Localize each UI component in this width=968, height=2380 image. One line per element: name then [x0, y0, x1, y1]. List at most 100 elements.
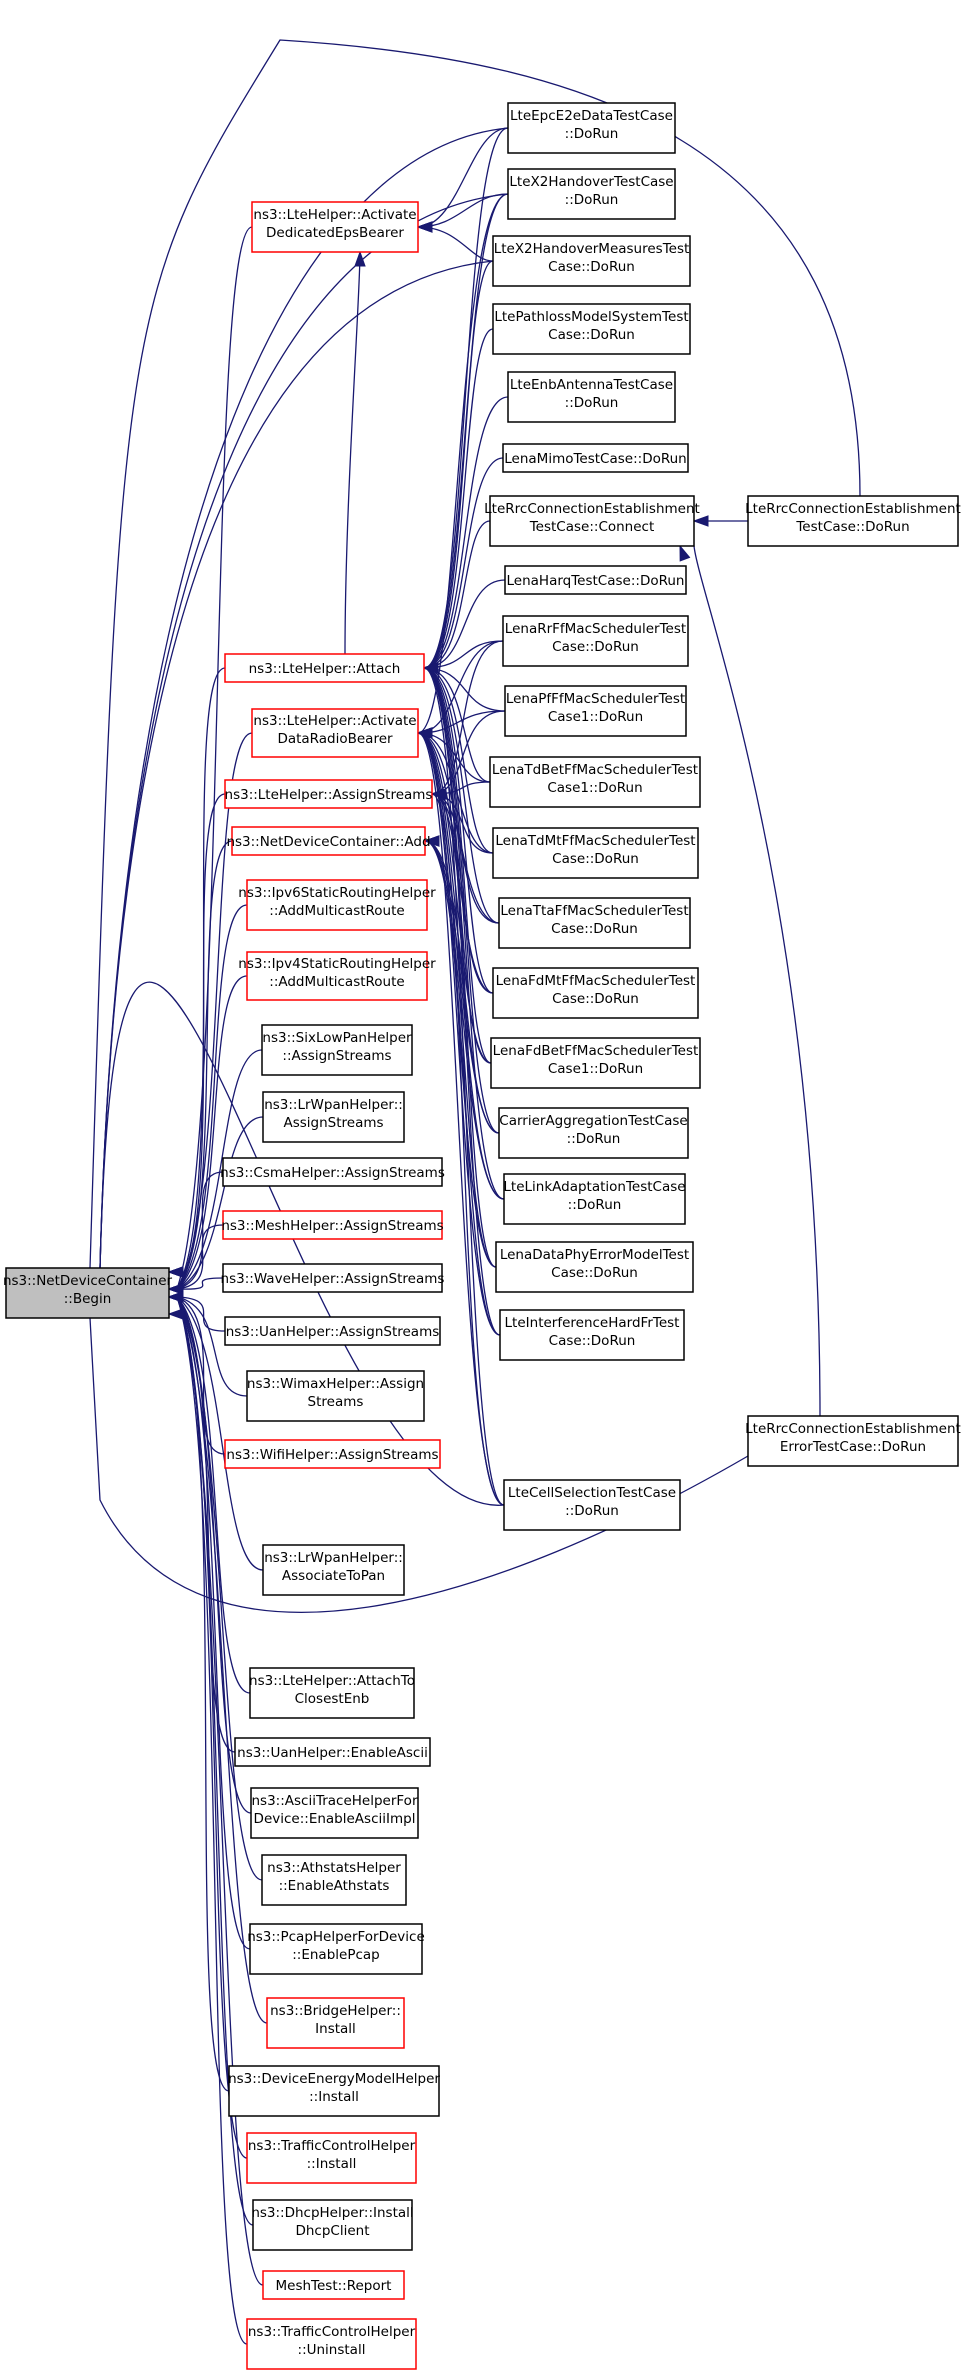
node-ascii-trace[interactable]: ns3::AsciiTraceHelperForDevice::EnableAs…	[250, 1787, 419, 1839]
node-wifi-as[interactable]: ns3::WifiHelper::AssignStreams	[224, 1439, 441, 1469]
node-label-line: ns3::MeshHelper::AssignStreams	[221, 1218, 443, 1234]
node-csma-as[interactable]: ns3::CsmaHelper::AssignStreams	[220, 1157, 445, 1187]
node-lrwpan-as[interactable]: ns3::LrWpanHelper::AssignStreams	[262, 1091, 405, 1143]
node-enb-ant[interactable]: LteEnbAntennaTestCase::DoRun	[507, 371, 676, 423]
node-pcap-dev[interactable]: ns3::PcapHelperForDevice::EnablePcap	[247, 1923, 425, 1975]
node-label-line: ::DoRun	[565, 1503, 619, 1519]
node-box	[224, 1439, 441, 1469]
node-label-line: LteRrcConnectionEstablishment	[484, 501, 700, 517]
node-rrc-err[interactable]: LteRrcConnectionEstablishmentErrorTestCa…	[745, 1415, 961, 1467]
node-rrc-conn[interactable]: LteRrcConnectionEstablishmentTestCase::C…	[484, 495, 700, 547]
node-label-line: ns3::NetDeviceContainer::Add	[226, 834, 430, 850]
node-label-line: ns3::SixLowPanHelper	[262, 1030, 412, 1046]
node-ipv4-smr[interactable]: ns3::Ipv4StaticRoutingHelper::AddMultica…	[238, 951, 436, 1001]
node-box	[489, 756, 701, 808]
node-label-line: LenaFdBetFfMacSchedulerTest	[493, 1043, 699, 1059]
node-label-line: Case1::DoRun	[547, 780, 642, 796]
node-label-line: AssociateToPan	[282, 1568, 385, 1584]
node-label-line: LenaTtaFfMacSchedulerTest	[500, 903, 688, 919]
node-label-line: TestCase::Connect	[529, 519, 655, 535]
node-label-line: LenaDataPhyErrorModelTest	[500, 1247, 689, 1263]
node-label-line: LenaFdMtFfMacSchedulerTest	[496, 973, 696, 989]
node-lte-assign[interactable]: ns3::LteHelper::AssignStreams	[224, 779, 433, 809]
node-box	[498, 1107, 689, 1159]
node-label-line: LenaTdBetFfMacSchedulerTest	[492, 762, 698, 778]
node-harq[interactable]: LenaHarqTestCase::DoRun	[504, 565, 687, 595]
node-label-line: LteLinkAdaptationTestCase	[503, 1179, 685, 1195]
node-label-line: ns3::WimaxHelper::Assign	[247, 1376, 424, 1392]
node-lte-attach[interactable]: ns3::LteHelper::Attach	[224, 653, 425, 683]
node-box	[507, 371, 676, 423]
edge-epc_e2e-to-lte_attach	[422, 127, 509, 674]
node-ndc-add[interactable]: ns3::NetDeviceContainer::Add	[226, 826, 431, 856]
node-label-line: ns3::LteHelper::Attach	[249, 661, 401, 677]
node-box	[503, 1479, 681, 1531]
node-bridge-inst[interactable]: ns3::BridgeHelper::Install	[266, 1997, 405, 2049]
node-epc-e2e[interactable]: LteEpcE2eDataTestCase::DoRun	[507, 102, 676, 154]
node-label-line: Install	[315, 2021, 356, 2037]
node-cell-sel[interactable]: LteCellSelectionTestCase::DoRun	[503, 1479, 681, 1531]
node-label-line: CarrierAggregationTestCase	[499, 1113, 687, 1129]
node-ipv6-smr[interactable]: ns3::Ipv6StaticRoutingHelper::AddMultica…	[238, 879, 436, 931]
node-box	[251, 201, 419, 253]
node-label-line: Streams	[308, 1394, 364, 1410]
node-label-line: DhcpClient	[295, 2223, 369, 2239]
node-mesh-as[interactable]: ns3::MeshHelper::AssignStreams	[221, 1210, 444, 1240]
node-tc-uninstall[interactable]: ns3::TrafficControlHelper::Uninstall	[246, 2318, 417, 2370]
node-link-adapt[interactable]: LteLinkAdaptationTestCase::DoRun	[503, 1173, 686, 1225]
node-label-line: LteCellSelectionTestCase	[508, 1485, 676, 1501]
node-label-line: ns3::LrWpanHelper::	[264, 1097, 403, 1113]
node-mimo[interactable]: LenaMimoTestCase::DoRun	[502, 443, 689, 473]
node-box	[504, 685, 687, 737]
node-uan-ea[interactable]: ns3::UanHelper::EnableAscii	[234, 1737, 431, 1767]
node-label-line: ns3::AthstatsHelper	[267, 1860, 401, 1876]
node-dev-energy[interactable]: ns3::DeviceEnergyModelHelper::Install	[228, 2065, 440, 2117]
node-x2-ho[interactable]: LteX2HandoverTestCase::DoRun	[507, 168, 676, 220]
node-label-line: ::DoRun	[565, 126, 619, 142]
node-mesh-report[interactable]: MeshTest::Report	[262, 2270, 405, 2300]
node-label-line: ::EnablePcap	[292, 1947, 380, 1963]
node-box	[246, 1370, 425, 1422]
node-root[interactable]: ns3::NetDeviceContainer::Begin	[3, 1267, 173, 1319]
node-lte-act-ded[interactable]: ns3::LteHelper::ActivateDedicatedEpsBear…	[251, 201, 419, 253]
node-rrc-dorun[interactable]: LteRrcConnectionEstablishmentTestCase::D…	[745, 495, 961, 547]
node-sixlow[interactable]: ns3::SixLowPanHelper::AssignStreams	[261, 1024, 413, 1076]
node-label-line: ::Install	[307, 2156, 357, 2172]
node-lrwpan-atp[interactable]: ns3::LrWpanHelper::AssociateToPan	[262, 1544, 405, 1596]
node-athstats[interactable]: ns3::AthstatsHelper::EnableAthstats	[261, 1854, 407, 1906]
node-label-line: DataRadioBearer	[277, 731, 393, 747]
node-box	[492, 827, 699, 879]
node-label-line: ::DoRun	[567, 1131, 621, 1147]
node-wave-as[interactable]: ns3::WaveHelper::AssignStreams	[221, 1263, 445, 1293]
node-carrier[interactable]: CarrierAggregationTestCase::DoRun	[498, 1107, 689, 1159]
node-label-line: Case::DoRun	[552, 639, 639, 655]
node-label-line: AssignStreams	[283, 1115, 383, 1131]
node-uan-as[interactable]: ns3::UanHelper::AssignStreams	[224, 1316, 441, 1346]
node-label-line: ns3::DeviceEnergyModelHelper	[228, 2071, 440, 2087]
node-label-line: LteX2HandoverTestCase	[509, 174, 673, 190]
node-box	[246, 879, 428, 931]
node-box	[249, 1923, 423, 1975]
node-label-line: ::DoRun	[565, 192, 619, 208]
edge-rrc_err-to-rrc_conn	[679, 544, 821, 1417]
node-box	[222, 1263, 443, 1293]
node-box	[492, 235, 691, 287]
node-label-line: ns3::UanHelper::EnableAscii	[237, 1745, 428, 1761]
node-wimax-as[interactable]: ns3::WimaxHelper::AssignStreams	[246, 1370, 425, 1422]
node-label-line: LteInterferenceHardFrTest	[505, 1315, 680, 1331]
node-tc-install[interactable]: ns3::TrafficControlHelper::Install	[246, 2132, 417, 2184]
